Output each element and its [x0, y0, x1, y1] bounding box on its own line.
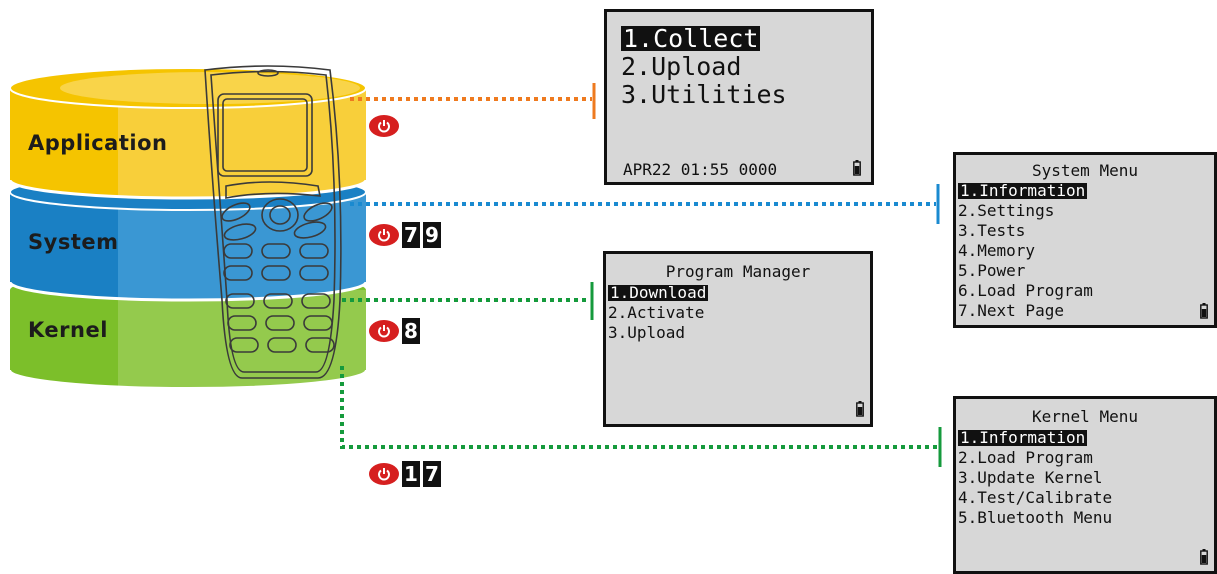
menu-item: 7.Next Page [958, 301, 1064, 320]
number-key: 7 [402, 222, 420, 248]
menu-item: 4.Test/Calibrate [958, 488, 1113, 507]
application-layer-lighter [118, 80, 366, 198]
application-key-sequence [369, 115, 399, 137]
layer-label-kernel: Kernel [28, 318, 108, 342]
power-key-icon [369, 224, 399, 246]
menu-item: 2.Settings [958, 201, 1055, 220]
handheld-terminal-drawing [204, 65, 342, 379]
layer-label-system: System [28, 230, 119, 254]
menu-item: 3.Tests [958, 221, 1026, 240]
selected-menu-item: 1.Information [958, 428, 1088, 447]
battery-icon [1200, 303, 1208, 323]
application-layer-top-highlight [60, 72, 360, 104]
layer-label-application: Application [28, 131, 168, 155]
menu-item: 5.Power [958, 261, 1026, 280]
number-key: 8 [402, 318, 420, 344]
menu-item: 2.Activate [608, 303, 705, 322]
screen-title: Program Manager [665, 262, 811, 281]
menu-item: 3.Utilities [621, 80, 787, 109]
selected-menu-item: 1.Collect [621, 24, 761, 53]
number-key: 7 [423, 461, 441, 487]
power-key-icon [369, 115, 399, 137]
selected-menu-item: 1.Download [608, 283, 709, 302]
menu-item: 3.Update Kernel [958, 468, 1103, 487]
menu-item: 4.Memory [958, 241, 1036, 260]
battery-icon [1200, 549, 1208, 569]
selected-menu-item: 1.Information [958, 181, 1088, 200]
status-line: APR22 01:55 0000 [623, 160, 778, 179]
screen-title: System Menu [1032, 161, 1138, 180]
menu-item: 2.Load Program [958, 448, 1093, 467]
menu-item: 3.Upload [608, 323, 686, 342]
program-manager-key-sequence: 8 [369, 318, 420, 344]
battery-icon [853, 160, 861, 180]
menu-item: 6.Load Program [958, 281, 1093, 300]
battery-icon [856, 401, 864, 421]
number-key: 1 [402, 461, 420, 487]
number-key: 9 [423, 222, 441, 248]
menu-item: 5.Bluetooth Menu [958, 508, 1113, 527]
power-key-icon [369, 463, 399, 485]
menu-item: 2.Upload [621, 52, 742, 81]
kernel-connector [340, 366, 938, 449]
power-key-icon [369, 320, 399, 342]
screen-title: Kernel Menu [1032, 407, 1138, 426]
